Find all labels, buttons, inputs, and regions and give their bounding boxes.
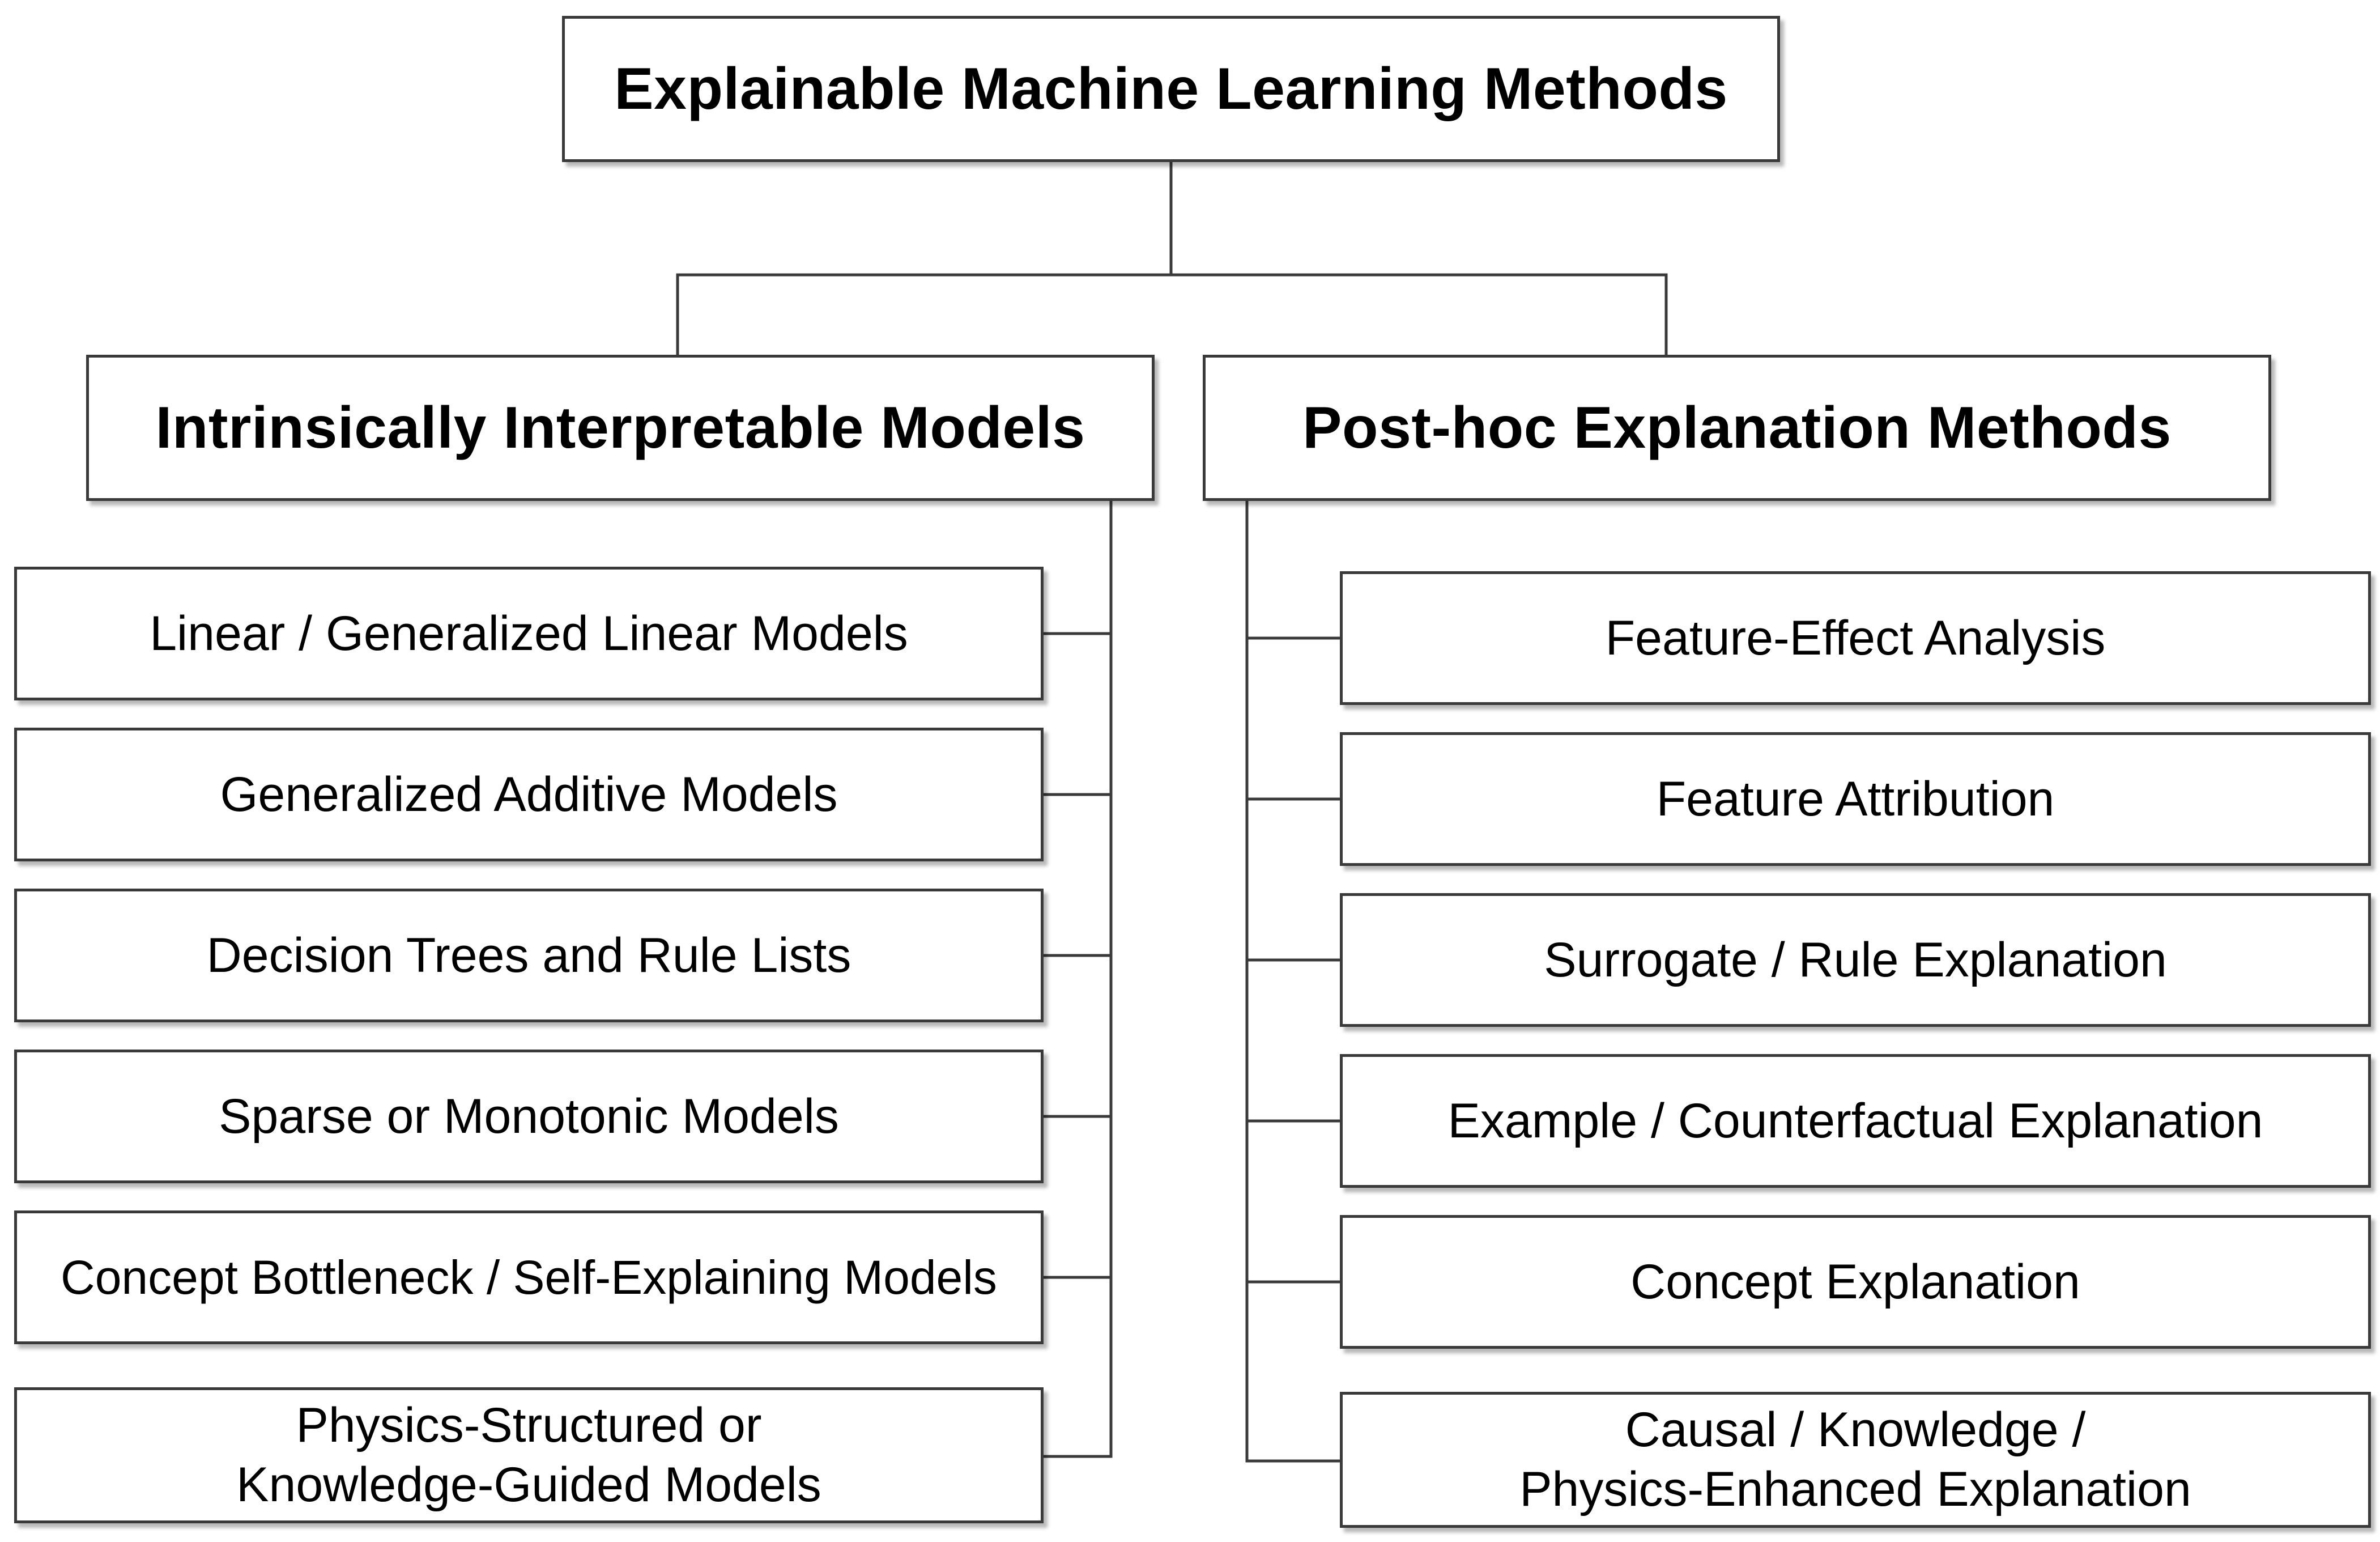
leaf-surrogate-rule: Surrogate / Rule Explanation xyxy=(1340,893,2371,1027)
root-connector xyxy=(676,160,1668,358)
leaf-label: Concept Bottleneck / Self-Explaining Mod… xyxy=(61,1250,997,1304)
leaf-sparse-monotonic: Sparse or Monotonic Models xyxy=(14,1050,1044,1183)
leaf-counterfactual: Example / Counterfactual Explanation xyxy=(1340,1054,2371,1188)
leaf-label: Physics-Structured or Knowledge-Guided M… xyxy=(236,1396,821,1515)
category-posthoc: Post-hoc Explanation Methods xyxy=(1203,355,2271,501)
leaf-label-line-2: Physics-Enhanced Explanation xyxy=(1519,1462,2191,1516)
category-posthoc-title: Post-hoc Explanation Methods xyxy=(1302,394,2172,461)
leaf-label-line-2: Knowledge-Guided Models xyxy=(236,1458,821,1512)
root-title: Explainable Machine Learning Methods xyxy=(614,56,1728,122)
leaf-label-line-1: Physics-Structured or xyxy=(296,1398,762,1453)
leaf-decision-trees: Decision Trees and Rule Lists xyxy=(14,889,1044,1022)
leaf-label: Surrogate / Rule Explanation xyxy=(1544,932,2167,987)
root-node: Explainable Machine Learning Methods xyxy=(562,16,1780,162)
leaf-label: Linear / Generalized Linear Models xyxy=(150,606,908,661)
leaf-label: Decision Trees and Rule Lists xyxy=(206,928,851,983)
leaf-label: Feature Attribution xyxy=(1656,771,2055,826)
leaf-label: Concept Explanation xyxy=(1630,1254,2080,1309)
leaf-concept-bottleneck: Concept Bottleneck / Self-Explaining Mod… xyxy=(14,1210,1044,1344)
leaf-label: Sparse or Monotonic Models xyxy=(219,1089,839,1144)
leaf-label: Feature-Effect Analysis xyxy=(1605,610,2106,665)
leaf-label: Example / Counterfactual Explanation xyxy=(1447,1093,2263,1148)
category-intrinsic: Intrinsically Interpretable Models xyxy=(86,355,1155,501)
leaf-linear-models: Linear / Generalized Linear Models xyxy=(14,567,1044,700)
leaf-physics-structured: Physics-Structured or Knowledge-Guided M… xyxy=(14,1387,1044,1523)
leaf-feature-attribution: Feature Attribution xyxy=(1340,732,2371,866)
leaf-label: Causal / Knowledge / Physics-Enhanced Ex… xyxy=(1519,1400,2191,1519)
leaf-label: Generalized Additive Models xyxy=(220,767,838,822)
leaf-label-line-1: Causal / Knowledge / xyxy=(1625,1403,2086,1458)
leaf-additive-models: Generalized Additive Models xyxy=(14,728,1044,861)
leaf-causal-knowledge: Causal / Knowledge / Physics-Enhanced Ex… xyxy=(1340,1392,2371,1528)
leaf-concept-explanation: Concept Explanation xyxy=(1340,1215,2371,1349)
leaf-feature-effect: Feature-Effect Analysis xyxy=(1340,571,2371,705)
category-intrinsic-title: Intrinsically Interpretable Models xyxy=(155,394,1085,461)
